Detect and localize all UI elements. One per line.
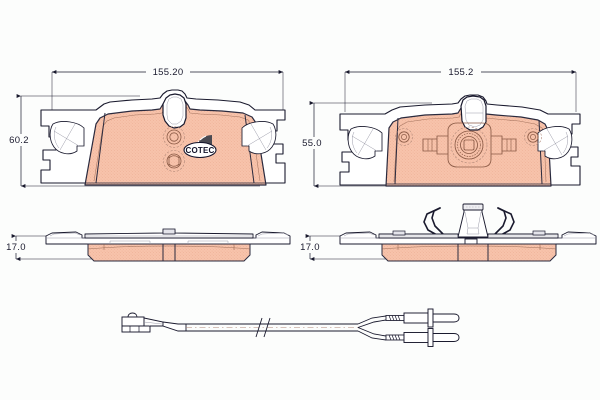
cable-split bbox=[357, 315, 387, 341]
left-lower-hole bbox=[163, 150, 185, 172]
terminal-lower bbox=[385, 328, 460, 347]
right-ear-pocket-left bbox=[347, 126, 383, 160]
terminal-flange bbox=[427, 328, 434, 347]
retaining-spring-clip bbox=[423, 207, 515, 236]
label-backdrop bbox=[295, 241, 325, 253]
break-line-right bbox=[263, 317, 271, 338]
terminal-body bbox=[403, 312, 429, 324]
left-center-notch bbox=[162, 93, 187, 129]
left-width-dimension: 155.20 bbox=[51, 66, 284, 112]
left-ear-pocket-left bbox=[49, 121, 85, 155]
label-backdrop bbox=[297, 137, 327, 149]
right-rivet-hole-left bbox=[395, 128, 413, 146]
right-side-tab-left bbox=[392, 230, 406, 236]
logo-pill bbox=[183, 141, 217, 159]
terminal-pin bbox=[432, 333, 460, 342]
terminal-body bbox=[403, 332, 429, 343]
left-thickness-dimension-label: 17.0 bbox=[6, 242, 26, 253]
right-width-dimension-label: 155.2 bbox=[448, 67, 473, 78]
left-groove-left bbox=[95, 112, 106, 184]
right-ear-pocket-right bbox=[537, 126, 573, 160]
left-side-friction bbox=[87, 243, 251, 262]
left-width-dimension-label: 155.20 bbox=[153, 67, 184, 78]
label-backdrop bbox=[1, 241, 31, 253]
right-side-tab-right bbox=[532, 230, 546, 236]
right-side-friction bbox=[381, 243, 557, 262]
left-height-dimension-label: 60.2 bbox=[9, 135, 29, 146]
right-pad-front-view: 155.2 55.0 bbox=[297, 66, 581, 188]
right-center-hub bbox=[422, 122, 517, 168]
left-height-dimension: 60.2 bbox=[4, 94, 260, 188]
break-line-left bbox=[255, 317, 263, 338]
sensor-body bbox=[121, 316, 145, 327]
left-side-center-tab bbox=[162, 228, 176, 235]
wear-sensor-cable bbox=[121, 308, 460, 347]
right-height-dimension-label: 55.0 bbox=[302, 138, 322, 149]
left-ear-pocket-right bbox=[241, 121, 277, 155]
hub-arm-left bbox=[436, 135, 448, 155]
right-rivet-hole-right bbox=[524, 128, 542, 146]
cotec-logo: COTEC bbox=[183, 135, 217, 159]
sensor-tip bbox=[127, 312, 138, 318]
right-width-dimension: 155.2 bbox=[344, 66, 577, 112]
label-backdrop bbox=[441, 66, 481, 78]
sensor-housing bbox=[121, 312, 164, 333]
cotec-logo-label: COTEC bbox=[186, 146, 215, 155]
right-pad-side-view: 17.0 bbox=[295, 203, 597, 262]
right-thickness-dimension-label: 17.0 bbox=[300, 242, 320, 253]
left-upper-hole bbox=[163, 126, 185, 148]
right-groove-left bbox=[394, 117, 399, 185]
terminal-pin bbox=[432, 313, 460, 323]
label-backdrop bbox=[146, 66, 190, 78]
hub-body bbox=[447, 122, 492, 168]
sensor-base bbox=[121, 325, 151, 333]
left-center-notch-inner bbox=[166, 96, 184, 125]
left-pad-front-view: 155.20 60.2 bbox=[4, 66, 286, 188]
sensor-cable-body bbox=[162, 317, 358, 338]
label-backdrop bbox=[4, 134, 34, 146]
right-groove-right bbox=[538, 119, 543, 185]
terminal-upper bbox=[385, 308, 460, 328]
left-pad-side-view: 17.0 bbox=[1, 228, 291, 262]
terminal-flange bbox=[427, 308, 434, 328]
hub-arm-right bbox=[491, 135, 503, 155]
